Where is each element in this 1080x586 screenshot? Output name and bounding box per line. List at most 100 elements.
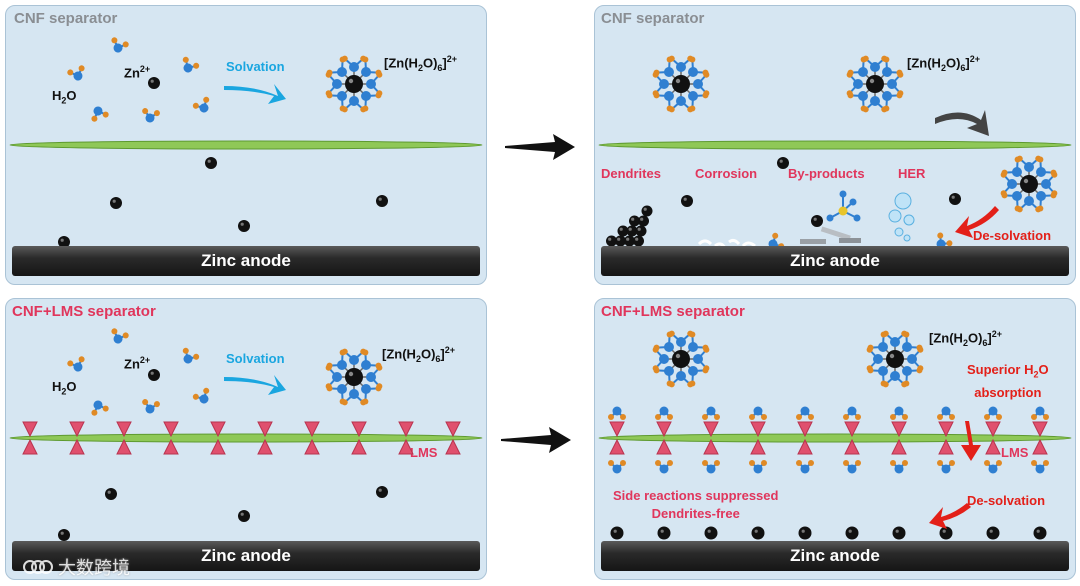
water-molecule (702, 460, 720, 474)
solvation-arrow (224, 375, 286, 395)
zn-complexes (652, 330, 924, 388)
water-molecule (192, 387, 210, 404)
lms-particle (445, 421, 461, 455)
zn-complex (325, 348, 383, 406)
dendrite-pile (606, 205, 653, 247)
zn-ion (238, 510, 250, 522)
lms-particle (844, 421, 860, 455)
zn-h2o-complex (325, 55, 383, 113)
zn-ion (238, 220, 250, 232)
byproduct-molecule (826, 190, 861, 222)
lms-particle (22, 421, 38, 455)
panel-title: CNF+LMS separator (12, 303, 156, 320)
her-label: HER (898, 166, 926, 181)
watermark-logo-icon (23, 560, 53, 574)
water-molecule (984, 406, 1002, 420)
water-molecule (702, 406, 720, 420)
panel-cnf-before: CNF separator H2O Zn2+ Solvation [Zn(H2O… (5, 5, 487, 285)
zn-h2o-complex (1000, 155, 1058, 213)
lms-particle (797, 421, 813, 455)
water-molecule (890, 460, 908, 474)
water-molecule (608, 406, 626, 420)
water-molecules (67, 37, 210, 123)
zn-ion (939, 526, 953, 540)
desolvation-label: De-solvation (973, 228, 1052, 243)
zn-ion (635, 225, 647, 237)
zn-ion (148, 369, 160, 381)
separator (598, 433, 1072, 443)
water-molecule (182, 56, 200, 73)
hydrogen-bubbles (888, 192, 915, 242)
panel-title: CNF separator (601, 10, 705, 27)
absorption-arrow (961, 421, 981, 461)
zn-ions (58, 77, 388, 248)
water-molecule (142, 399, 160, 414)
separator (598, 140, 1072, 150)
water-molecule (843, 406, 861, 420)
zn-ion (949, 193, 961, 205)
water-molecule (142, 108, 160, 123)
zn-h2o-complex (652, 330, 710, 388)
zn-complexes (652, 55, 1058, 213)
lms-particle (116, 421, 132, 455)
panel-graphics (598, 330, 1072, 540)
complex-label: [Zn(H2O)6]2+ (929, 329, 1003, 348)
lms-particles (22, 421, 461, 455)
zn-complex (325, 55, 383, 113)
zn-ion (641, 205, 653, 217)
zn-h2o-complex (866, 330, 924, 388)
deposited-zn (610, 526, 1047, 540)
desolvation-arrow (929, 503, 971, 529)
absorbed-water-molecules (608, 406, 1049, 474)
transition-arrow-bottom (501, 427, 571, 453)
lms-particle (985, 421, 1001, 455)
zn-ions (681, 157, 961, 227)
zn-ion (798, 526, 812, 540)
complex-label: [Zn(H2O)6]2+ (382, 345, 456, 364)
water-molecule (796, 460, 814, 474)
watermark: 大数跨境 (22, 554, 130, 580)
panel-cnf-lms-after: CNF+LMS separator [Zn(H2O)6]2+ Superior … (594, 298, 1076, 580)
lms-particle (891, 421, 907, 455)
zn-ion (205, 157, 217, 169)
zn-ion (610, 526, 624, 540)
separator (9, 433, 483, 443)
zn-ion (633, 235, 644, 247)
water-molecule (91, 400, 109, 416)
water-molecule (111, 328, 129, 344)
zn-ion (58, 236, 70, 248)
panel-cnf-lms-before: CNF+LMS separator H2O Zn2+ Solvation [Zn… (5, 298, 487, 580)
desolvation-label: De-solvation (967, 493, 1046, 508)
lms-label: LMS (1001, 445, 1029, 460)
water-molecule (608, 460, 626, 474)
transition-arrow-top (505, 134, 575, 160)
incoming-arrow (935, 110, 989, 136)
zn-ion (110, 197, 122, 209)
zinc-anode: Zinc anode (601, 246, 1069, 276)
zn-ion (148, 77, 160, 89)
water-molecule (111, 37, 129, 53)
zn-h2o-complex (846, 55, 904, 113)
lms-particle (257, 421, 273, 455)
zn-ion (376, 486, 388, 498)
water-molecule (749, 460, 767, 474)
zinc-anode: Zinc anode (12, 541, 480, 571)
dendrites-label: Dendrites (601, 166, 661, 181)
panel-title: CNF+LMS separator (601, 303, 745, 320)
water-molecule (67, 356, 85, 372)
zn-h2o-complex (325, 348, 383, 406)
zn-ions (58, 369, 388, 541)
lms-particle (210, 421, 226, 455)
complex-label: [Zn(H2O)6]2+ (384, 54, 458, 73)
water-molecule (796, 406, 814, 420)
desolvation-arrow (955, 206, 999, 238)
corrosion-label: Corrosion (695, 166, 758, 181)
watermark-text: 大数跨境 (58, 558, 130, 579)
zn-ion (811, 215, 823, 227)
water-molecule (91, 106, 109, 122)
lms-particle (398, 421, 414, 455)
solvation-label: Solvation (226, 351, 285, 366)
lms-particles (609, 421, 1048, 455)
panel-graphics (9, 328, 483, 541)
water-molecule (749, 406, 767, 420)
